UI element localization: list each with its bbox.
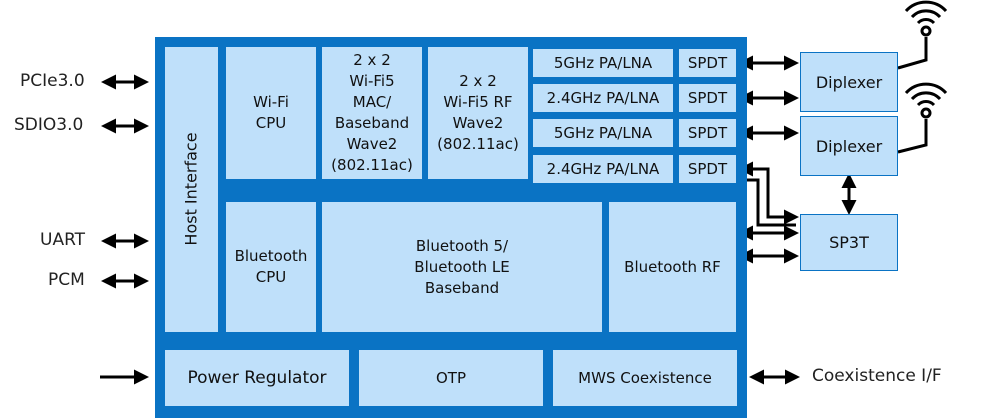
pcm-label: PCM bbox=[48, 270, 85, 290]
sdio-label: SDIO3.0 bbox=[14, 115, 84, 135]
wifi-cpu-block: Wi-Fi CPU bbox=[226, 47, 316, 179]
spdt-3: SPDT bbox=[679, 119, 736, 147]
antenna1-line bbox=[897, 37, 928, 70]
host-interface-label: Host Interface bbox=[181, 132, 201, 246]
pa-lna-5ghz-2: 5GHz PA/LNA bbox=[533, 119, 673, 147]
spdt-2: SPDT bbox=[679, 84, 736, 112]
host-interface-block: Host Interface bbox=[165, 47, 218, 332]
bluetooth-rf-block: Bluetooth RF bbox=[609, 202, 736, 332]
otp-block: OTP bbox=[359, 350, 543, 406]
bluetooth-baseband-block: Bluetooth 5/ Bluetooth LE Baseband bbox=[322, 202, 602, 332]
wifi-mac-block: 2 x 2 Wi-Fi5 MAC/ Baseband Wave2 (802.11… bbox=[322, 47, 422, 179]
uart-label: UART bbox=[40, 230, 86, 250]
bluetooth-cpu-block: Bluetooth CPU bbox=[226, 202, 316, 332]
pcie-label: PCIe3.0 bbox=[20, 71, 85, 91]
sp3t-block: SP3T bbox=[800, 214, 898, 271]
spdt-4: SPDT bbox=[679, 155, 736, 183]
spdt-1: SPDT bbox=[679, 49, 736, 77]
wifi-sp3t-line bbox=[741, 178, 796, 227]
pa-lna-24ghz-2: 2.4GHz PA/LNA bbox=[533, 155, 673, 183]
coexistence-label: Coexistence I/F bbox=[812, 366, 942, 386]
power-regulator-block: Power Regulator bbox=[165, 350, 349, 406]
mws-coexistence-block: MWS Coexistence bbox=[553, 350, 737, 406]
diplexer-2: Diplexer bbox=[800, 116, 898, 176]
antenna-icon bbox=[904, 0, 948, 37]
diplexer-1: Diplexer bbox=[800, 52, 898, 112]
spdt4-arrow bbox=[738, 161, 799, 225]
antenna2-line bbox=[897, 119, 928, 154]
pa-lna-24ghz-1: 2.4GHz PA/LNA bbox=[533, 84, 673, 112]
pa-lna-5ghz-1: 5GHz PA/LNA bbox=[533, 49, 673, 77]
wifi-rf-block: 2 x 2 Wi-Fi5 RF Wave2 (802.11ac) bbox=[428, 47, 528, 179]
antenna-icon bbox=[904, 82, 948, 119]
